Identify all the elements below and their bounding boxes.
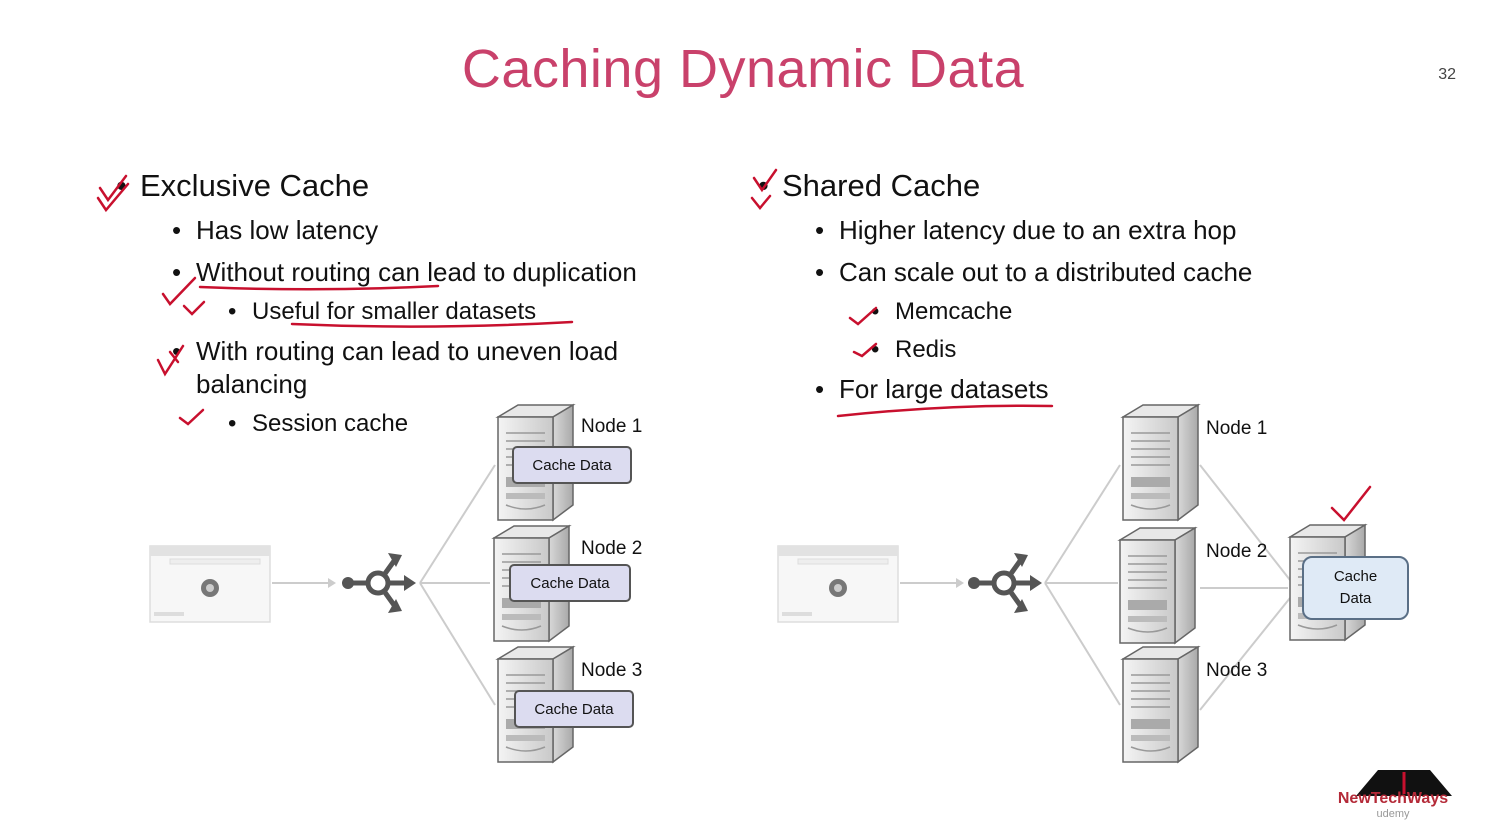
left-item-3-cont: balancing bbox=[196, 369, 308, 399]
left-cache-box-2: Cache Data bbox=[509, 564, 631, 602]
right-node-label-2: Node 2 bbox=[1206, 541, 1268, 562]
page-number: 32 bbox=[1438, 66, 1456, 83]
right-item-3: For large datasets bbox=[815, 374, 1049, 405]
load-balancer-icon bbox=[342, 553, 416, 613]
newtechways-logo-icon bbox=[1356, 770, 1452, 796]
left-item-3: With routing can lead to uneven load bbox=[172, 336, 618, 367]
right-subitem-1: Memcache bbox=[871, 298, 1012, 326]
server-icon bbox=[1119, 527, 1196, 644]
logo-text: NewTechWays bbox=[1337, 790, 1449, 807]
left-item-2: Without routing can lead to duplication bbox=[172, 257, 637, 288]
right-item-1: Higher latency due to an extra hop bbox=[815, 215, 1237, 246]
server-icon bbox=[1122, 646, 1199, 763]
logo-watermark: udemy bbox=[1376, 808, 1410, 820]
shared-cache-box: Cache Data bbox=[1302, 556, 1409, 620]
left-cache-box-3: Cache Data bbox=[514, 690, 634, 728]
right-node-label-3: Node 3 bbox=[1206, 660, 1268, 681]
right-subitem-2: Redis bbox=[871, 336, 957, 364]
newtechways-logo: NewTechWays udemy bbox=[1328, 790, 1458, 820]
right-heading: Shared Cache bbox=[758, 168, 980, 204]
left-node-label-2: Node 2 bbox=[581, 538, 643, 559]
left-subitem-1: Useful for smaller datasets bbox=[228, 298, 536, 326]
left-node-label-3: Node 3 bbox=[581, 660, 643, 681]
browser-icon bbox=[777, 545, 899, 623]
right-node-label-1: Node 1 bbox=[1206, 418, 1268, 439]
left-cache-box-1: Cache Data bbox=[512, 446, 632, 484]
left-heading: Exclusive Cache bbox=[116, 168, 369, 204]
left-item-1: Has low latency bbox=[172, 215, 378, 246]
browser-icon bbox=[149, 545, 271, 623]
slide-title: Caching Dynamic Data bbox=[461, 39, 1025, 99]
left-subitem-2: Session cache bbox=[228, 410, 408, 438]
annotation-marks bbox=[96, 168, 1372, 522]
left-node-label-1: Node 1 bbox=[581, 416, 643, 437]
load-balancer-icon bbox=[968, 553, 1042, 613]
right-item-2: Can scale out to a distributed cache bbox=[815, 257, 1252, 288]
server-icon bbox=[1122, 404, 1199, 521]
